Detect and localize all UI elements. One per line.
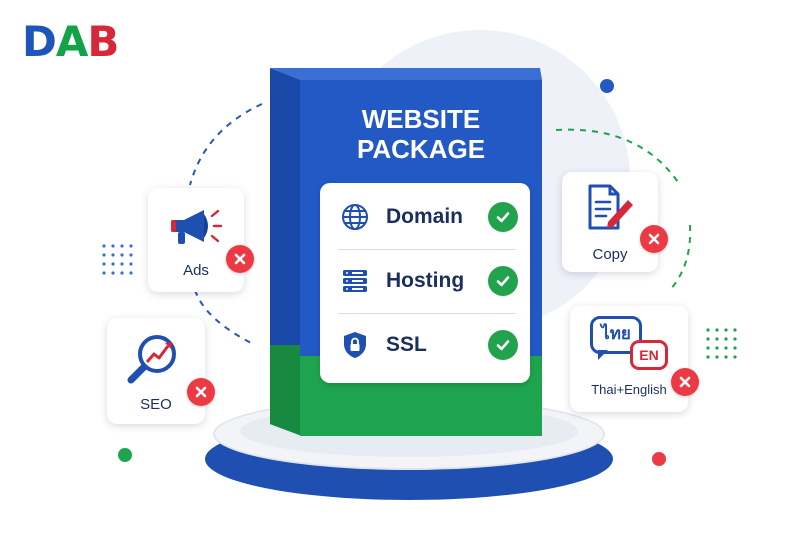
thai-bubble-text: ไทย bbox=[601, 324, 631, 344]
feature-list-card: Domain Hosting SSL bbox=[320, 183, 530, 383]
document-pencil-icon bbox=[586, 182, 640, 232]
box-side-green bbox=[270, 345, 302, 436]
feature-domain: Domain bbox=[338, 189, 518, 245]
en-bubble bbox=[630, 340, 668, 370]
card-label: Copy bbox=[592, 246, 628, 263]
dab-logo: DAB bbox=[22, 17, 119, 66]
divider bbox=[338, 313, 516, 314]
card-copy: Copy bbox=[562, 172, 658, 272]
box-top bbox=[270, 68, 542, 80]
card-thai-english: ไทย EN Thai+English bbox=[570, 306, 688, 412]
card-label: Ads bbox=[183, 262, 209, 279]
card-seo: SEO bbox=[107, 318, 205, 424]
feature-label: Hosting bbox=[386, 269, 465, 292]
cross-icon bbox=[187, 378, 215, 406]
megaphone-icon bbox=[168, 204, 224, 248]
feature-label: SSL bbox=[386, 333, 427, 356]
shield-lock-icon bbox=[338, 328, 372, 362]
check-icon bbox=[488, 202, 518, 232]
cross-icon bbox=[640, 225, 668, 253]
package-title: WEBSITE PACKAGE bbox=[356, 104, 486, 164]
divider bbox=[338, 249, 516, 250]
magnifier-chart-icon bbox=[125, 330, 185, 386]
feature-label: Domain bbox=[386, 205, 464, 228]
green-dot bbox=[118, 448, 132, 462]
check-icon bbox=[488, 266, 518, 296]
blue-dot bbox=[600, 79, 614, 93]
card-ads: Ads bbox=[148, 188, 244, 292]
server-icon bbox=[338, 264, 372, 298]
card-label: Thai+English bbox=[591, 382, 667, 397]
cross-icon bbox=[226, 245, 254, 273]
feature-hosting: Hosting bbox=[338, 253, 518, 309]
check-icon bbox=[488, 330, 518, 360]
en-bubble-text: EN bbox=[639, 347, 659, 363]
card-label: SEO bbox=[140, 396, 172, 413]
feature-ssl: SSL bbox=[338, 317, 518, 373]
red-dot bbox=[652, 452, 666, 466]
cross-icon bbox=[671, 368, 699, 396]
globe-icon bbox=[338, 200, 372, 234]
language-bubbles-icon: ไทย EN bbox=[590, 316, 670, 376]
